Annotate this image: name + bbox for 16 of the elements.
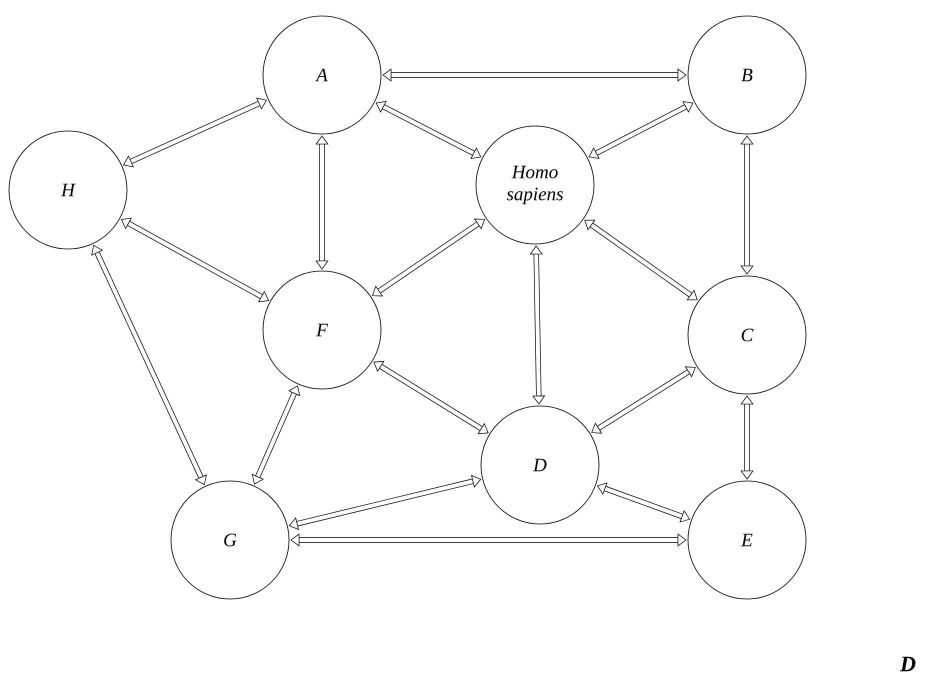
circle-node: H [8, 130, 128, 250]
circle-node: G [170, 480, 290, 600]
circle-node: C [688, 276, 806, 394]
double-arrow [123, 98, 267, 168]
circle-node: F [262, 270, 382, 390]
circle-node: A [262, 16, 382, 134]
circle-node: E [688, 480, 806, 600]
panel-letter: D [900, 656, 916, 672]
circle-node: Homo sapiens [476, 126, 594, 244]
double-arrow [376, 101, 482, 159]
circle-node: B [688, 16, 806, 134]
double-arrow [591, 366, 696, 434]
double-arrow [588, 101, 694, 159]
double-arrow [584, 220, 698, 300]
double-arrow [288, 474, 482, 530]
circle-node: D [480, 406, 600, 524]
